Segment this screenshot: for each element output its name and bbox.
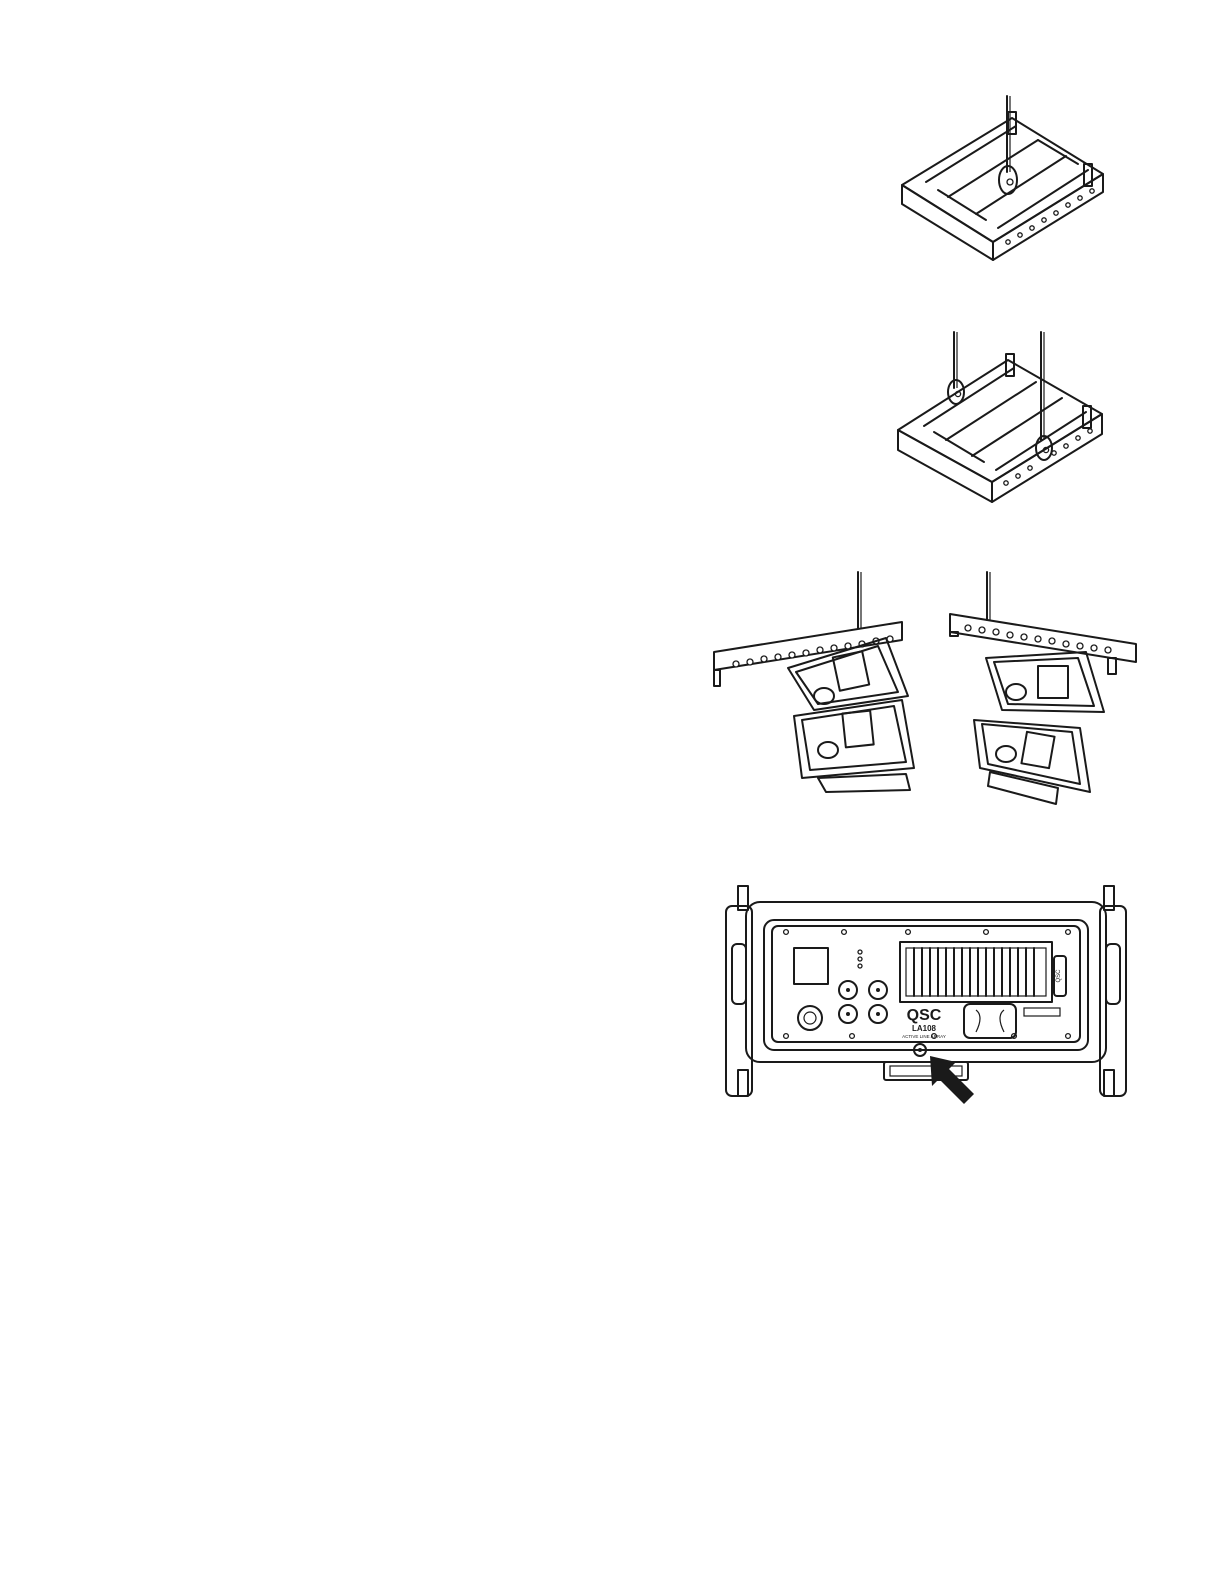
figure-frame-dual-cable <box>888 330 1112 514</box>
frame-holes <box>1006 189 1094 244</box>
heatsink <box>900 942 1052 1002</box>
figure-frame-single-cable <box>888 92 1112 262</box>
brand-logo-text: QSC <box>907 1007 942 1024</box>
display-window <box>794 948 828 984</box>
frame-single-cable-drawing <box>888 92 1112 262</box>
figure-array-tilt <box>706 570 1146 816</box>
array-tilt-drawing <box>706 570 1146 816</box>
figure-rear-panel: QSC QSC LA108 ACTIVE LINE ARRAY <box>724 884 1128 1104</box>
rear-panel-drawing: QSC QSC LA108 ACTIVE LINE ARRAY <box>724 884 1128 1104</box>
left-array <box>714 572 914 792</box>
model-subtitle: ACTIVE LINE ARRAY <box>902 1034 946 1039</box>
model-label: LA108 <box>912 1024 937 1033</box>
xlr-connectors <box>839 981 887 1023</box>
frame-dual-cable-drawing <box>888 330 1112 514</box>
right-array <box>950 572 1136 804</box>
emblem-label: QSC <box>1056 969 1062 983</box>
power-connector <box>798 1006 822 1030</box>
ac-inlet <box>964 1004 1016 1038</box>
